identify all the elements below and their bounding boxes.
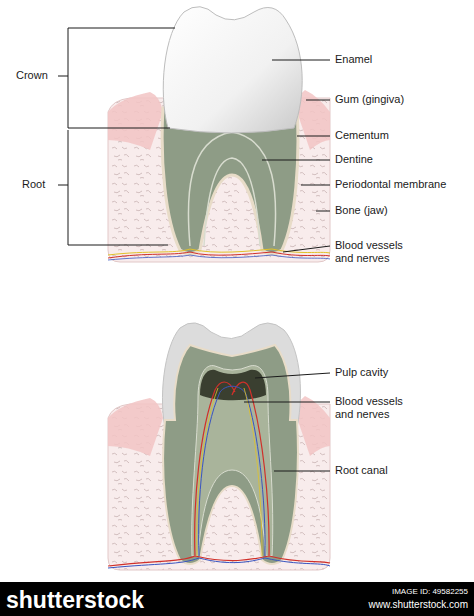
part-label: Cementum [335,129,455,142]
vessels [108,382,330,566]
gum-left [108,92,163,150]
part-label: Blood vessels and nerves [335,395,419,421]
root-bracket [58,130,168,245]
part-label: Bone (jaw) [335,204,455,217]
watermark: www.shutterstock.com [300,599,468,611]
gum-right [297,90,330,150]
vessels-blue [108,255,330,260]
leader-lines [316,211,330,212]
crown-bracket [58,28,175,128]
gum-right [297,396,330,456]
pulp-dark [200,370,266,401]
leader-lines [262,160,330,161]
part-label: Pulp cavity [335,366,455,379]
leader-lines [272,60,330,61]
watermark: shutterstock [6,586,206,614]
part-label: Periodontal membrane [335,178,467,191]
leader-lines [301,185,330,186]
gum-left [108,398,163,456]
leader-lines [262,60,330,252]
leader-lines [244,402,330,403]
bracket-label: Crown [16,69,58,82]
part-label: Enamel [335,53,455,66]
footer-bar [0,582,474,616]
leader-lines [255,373,330,378]
watermark: IMAGE ID: 49582255 [300,587,468,597]
enamel-crown [163,7,302,133]
leader-lines [283,246,330,252]
part-label: Root canal [335,464,455,477]
bracket-label: Root [22,178,56,191]
dentine [163,345,298,564]
part-label: Dentine [335,153,455,166]
leader-lines [306,100,330,101]
part-label: Gum (gingiva) [335,93,455,106]
pulp-outline [188,132,275,246]
nerves [197,388,262,556]
bottom-tooth [108,323,330,570]
brackets [58,28,175,245]
top-tooth [108,7,330,262]
leader-lines [274,471,330,472]
veins [108,386,330,568]
part-label: Blood vessels and nerves [335,239,419,265]
leader-lines [244,373,330,471]
leader-lines [297,136,330,137]
